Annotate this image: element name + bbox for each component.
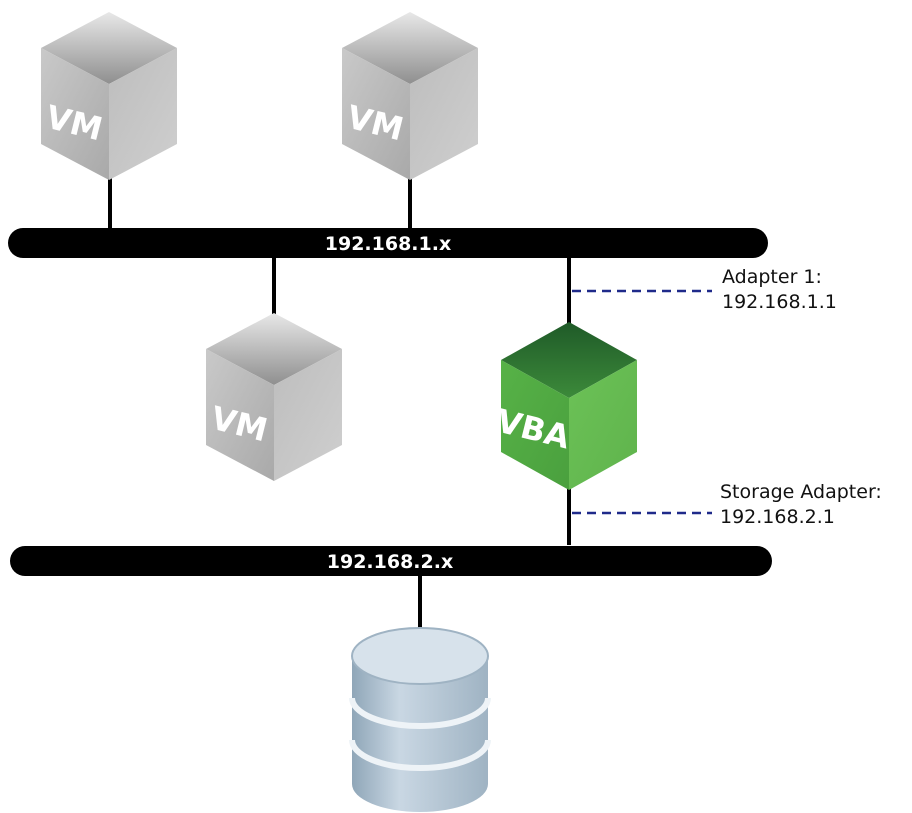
storage-adapter-address: 192.168.2.1 bbox=[720, 506, 835, 528]
storage-adapter-title: Storage Adapter: bbox=[720, 481, 882, 503]
vm-cube-icon bbox=[41, 12, 177, 180]
storage-network-bus: 192.168.2.x bbox=[10, 546, 772, 576]
vm-middle-node: VM bbox=[206, 313, 342, 481]
primary-network-bus: 192.168.1.x bbox=[8, 228, 768, 258]
vm-top-center-node: VM bbox=[342, 12, 478, 180]
database-icon bbox=[349, 627, 491, 812]
adapter1-callout: Adapter 1: 192.168.1.1 bbox=[722, 265, 837, 315]
vm-cube-icon bbox=[206, 313, 342, 481]
vba-cube-icon bbox=[501, 322, 637, 490]
adapter1-title: Adapter 1: bbox=[722, 266, 822, 288]
primary-network-label: 192.168.1.x bbox=[325, 233, 451, 255]
vba-node: VBA bbox=[493, 322, 637, 490]
adapter1-address: 192.168.1.1 bbox=[722, 291, 837, 313]
vm-cube-icon bbox=[342, 12, 478, 180]
callout-leaders bbox=[572, 289, 712, 515]
storage-adapter-callout: Storage Adapter: 192.168.2.1 bbox=[720, 480, 882, 530]
connectors bbox=[108, 175, 571, 628]
storage-network-label: 192.168.2.x bbox=[327, 551, 453, 573]
vm-top-left-node: VM bbox=[41, 12, 177, 180]
